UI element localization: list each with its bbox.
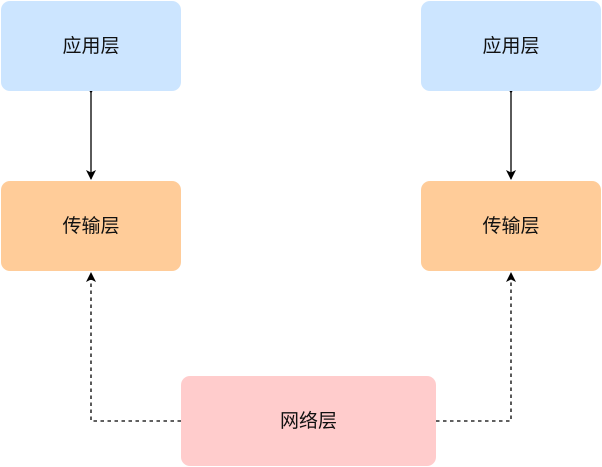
application-layer-label-right: 应用层 — [482, 34, 540, 57]
application-layer-node-left: 应用层 — [1, 1, 181, 91]
transport-layer-node-right: 传输层 — [421, 181, 601, 271]
edge-network-to-transport-right — [436, 272, 516, 422]
application-layer-node-right: 应用层 — [421, 1, 601, 91]
application-layer-label-left: 应用层 — [62, 34, 120, 57]
transport-layer-label-left: 传输层 — [62, 214, 120, 237]
network-layer-label: 网络层 — [279, 409, 337, 432]
transport-layer-node-left: 传输层 — [1, 181, 181, 271]
network-layer-node: 网络层 — [181, 376, 436, 466]
edge-network-to-transport-left — [86, 272, 181, 422]
transport-layer-label-right: 传输层 — [482, 214, 540, 237]
